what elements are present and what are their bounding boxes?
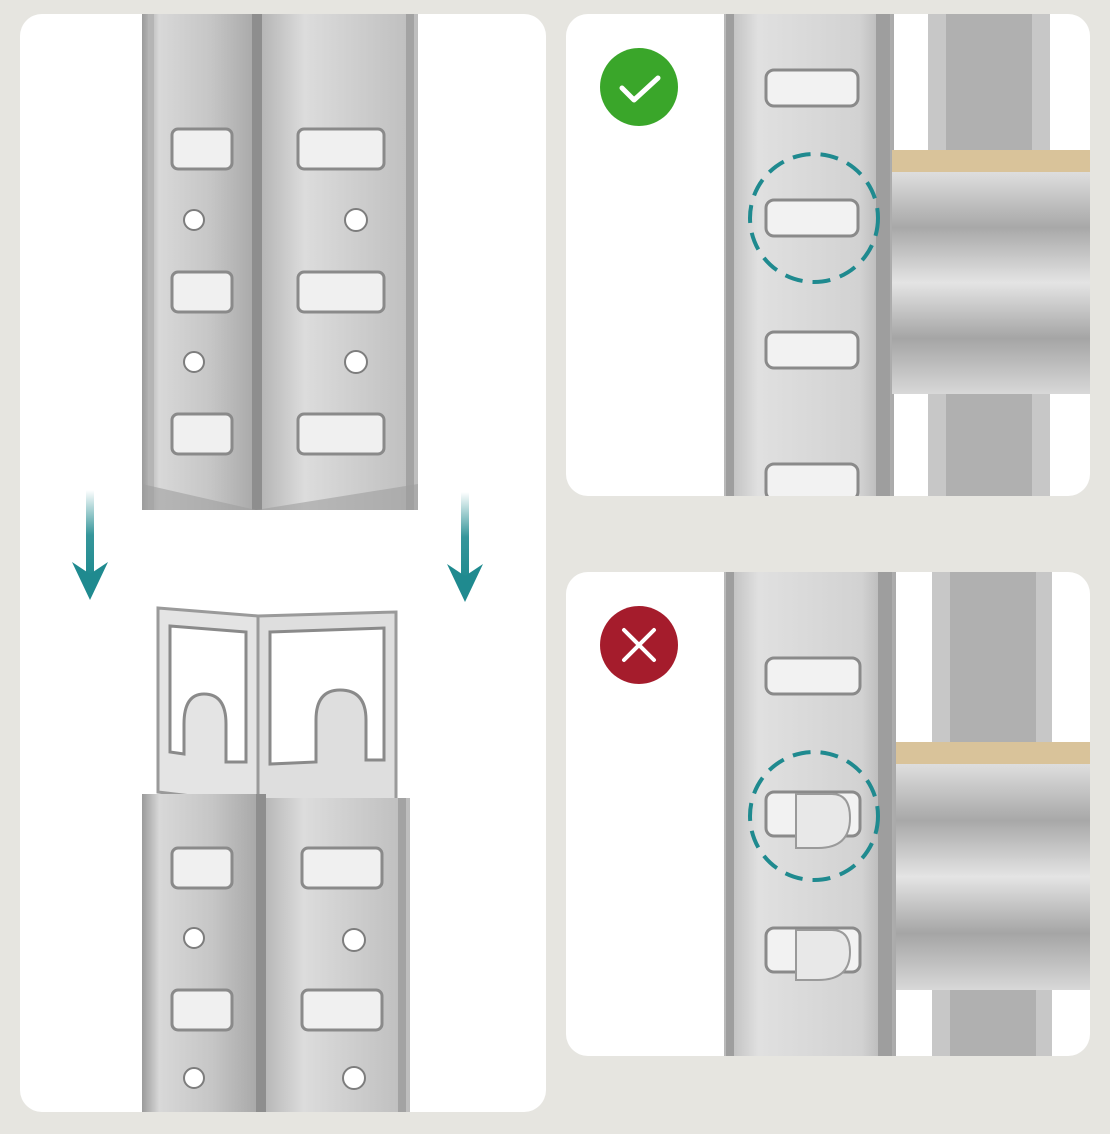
shelf-beam — [896, 764, 1090, 990]
upright-slot — [764, 68, 860, 496]
shelf-board — [896, 742, 1090, 764]
checkmark-icon — [600, 48, 678, 126]
correct-illustration — [724, 14, 1090, 496]
lower-upright — [142, 794, 410, 1112]
beam-hook — [795, 929, 852, 981]
correct-example-panel — [566, 14, 1090, 496]
cross-icon — [600, 606, 678, 684]
upper-upright — [142, 14, 418, 510]
highlight-circle — [748, 152, 880, 284]
assembly-illustration — [72, 14, 483, 1112]
incorrect-example-panel — [566, 572, 1090, 1056]
beam-hook — [795, 793, 852, 849]
down-arrow-icon — [447, 492, 483, 602]
highlight-circle — [748, 750, 880, 882]
assembly-panel — [20, 14, 546, 1112]
shelf-beam — [892, 172, 1090, 394]
incorrect-illustration — [724, 572, 1090, 1056]
shelf-board — [892, 150, 1090, 172]
upright-connector — [156, 606, 398, 806]
down-arrow-icon — [72, 490, 108, 600]
